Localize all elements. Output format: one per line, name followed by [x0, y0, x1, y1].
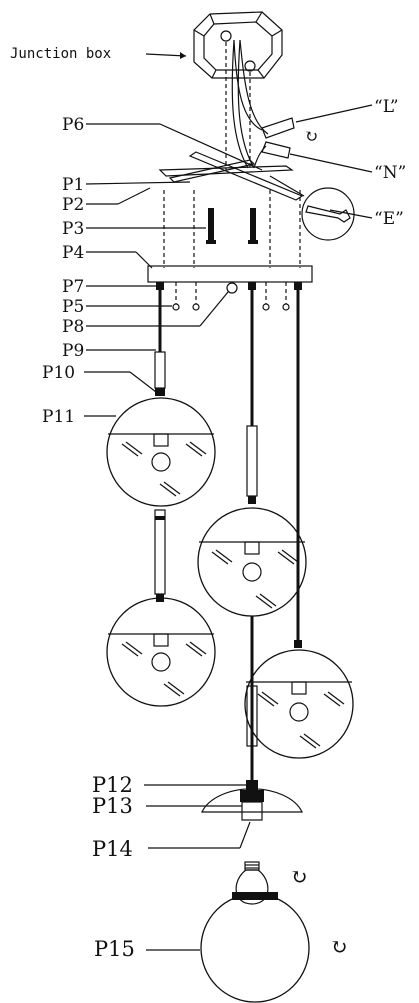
- wire-connectors: [253, 117, 295, 169]
- label-p12: P12: [92, 773, 133, 797]
- label-p4: P4: [62, 243, 84, 263]
- mounting-bracket: [158, 151, 304, 201]
- globe-shade-p15: [200, 892, 310, 1003]
- threaded-rods: [206, 208, 258, 244]
- globe-shade-3: [197, 507, 307, 617]
- label-p13: P13: [92, 794, 133, 818]
- label-earth: “E”: [374, 209, 404, 229]
- label-p1: P1: [62, 175, 84, 195]
- label-p8: P8: [62, 317, 84, 337]
- globe-shade-2: [106, 597, 216, 707]
- globe-shade-4: [244, 649, 354, 759]
- rotate-arrow-icon-bulb: ↻: [290, 865, 308, 889]
- label-p14: P14: [92, 837, 133, 861]
- label-p9: P9: [62, 341, 84, 361]
- label-p2: P2: [62, 195, 84, 215]
- label-junction-box: Junction box: [10, 46, 111, 62]
- canopy-bar: [147, 265, 313, 283]
- label-p6: P6: [62, 115, 84, 135]
- label-p3: P3: [62, 219, 84, 239]
- label-p15: P15: [94, 937, 135, 961]
- label-p10: P10: [42, 363, 75, 383]
- light-bulb: [235, 861, 269, 905]
- globe-shade-1: [106, 397, 216, 507]
- earth-detail-circle: [301, 187, 355, 241]
- rotate-arrow-icon: ↻: [304, 127, 318, 147]
- rotate-arrow-icon-globe: ↻: [330, 935, 348, 959]
- shade-cap: [201, 788, 303, 813]
- label-neutral: “N”: [374, 163, 406, 183]
- label-p5: P5: [62, 297, 84, 317]
- label-live: “L”: [374, 97, 399, 117]
- label-p7: P7: [62, 277, 84, 297]
- junction-box-drawing: [193, 11, 283, 79]
- label-p11: P11: [42, 407, 75, 427]
